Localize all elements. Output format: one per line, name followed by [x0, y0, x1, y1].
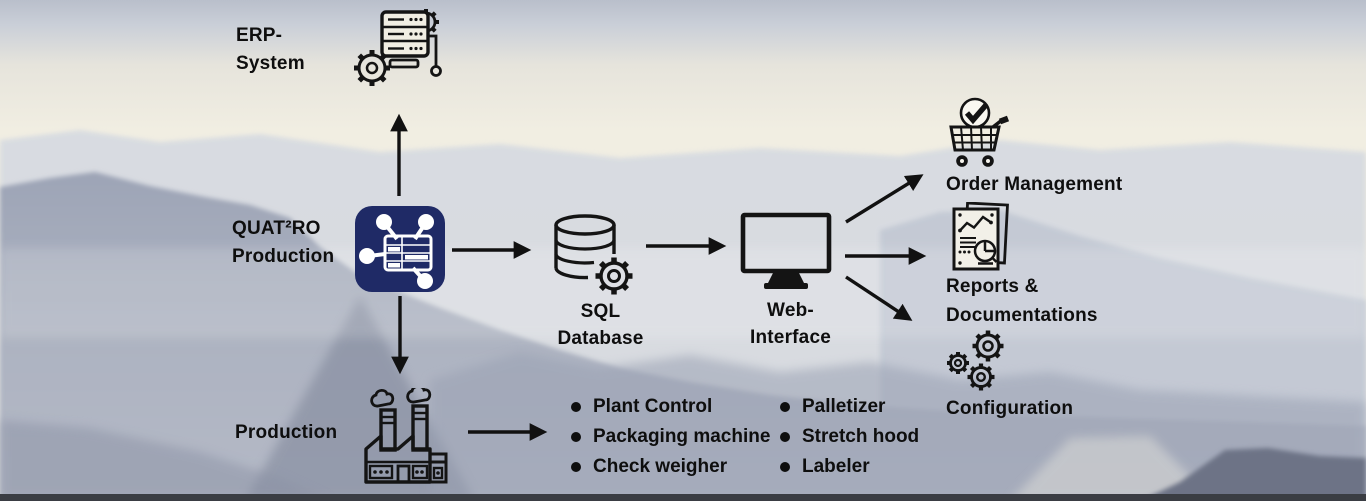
quatro-app-icon [355, 206, 445, 292]
quatro-production-label: QUAT²RO Production [232, 218, 335, 267]
list-item: Check weigher [571, 456, 770, 477]
bullet-icon [780, 461, 790, 472]
server-gears-icon [348, 6, 442, 102]
bullet-icon [571, 461, 581, 472]
bottom-right-dark-ridge [1140, 448, 1366, 501]
list-item: Palletizer [780, 396, 919, 417]
list-item: Stretch hood [780, 426, 919, 447]
list-item: Labeler [780, 456, 919, 477]
production-label: Production [235, 422, 338, 443]
arrow-web-to-config [845, 275, 913, 321]
factory-icon [358, 388, 452, 486]
three-gears-icon [946, 329, 1010, 395]
monitor-icon [740, 212, 832, 292]
configuration-label: Configuration [946, 398, 1074, 419]
machine-list-column2: Palletizer Stretch hood Labeler [780, 396, 919, 477]
sql-database-label: SQL Database [557, 301, 644, 349]
web-interface-label: Web- Interface [749, 300, 831, 348]
list-item: Plant Control [571, 396, 770, 417]
bright-valley [1010, 436, 1215, 501]
list-item: Packaging machine [571, 426, 770, 447]
bullet-icon [780, 431, 790, 442]
report-document-icon [950, 202, 1012, 272]
bullet-icon [571, 431, 581, 442]
mist-band [0, 248, 1366, 338]
arrow-web-to-order [845, 174, 924, 224]
bullet-icon [571, 401, 581, 412]
cart-check-icon [944, 97, 1012, 175]
left-bottom-shade [0, 420, 330, 501]
reports-documentations-label: Reports & Documentations [946, 276, 1098, 326]
erp-system-label: ERP- System [236, 25, 305, 74]
database-gear-icon [552, 212, 642, 302]
machine-list-column1: Plant Control Packaging machine Check we… [571, 396, 770, 477]
bullet-icon [780, 401, 790, 412]
order-management-label: Order Management [946, 174, 1123, 195]
bottom-dark-strip [0, 494, 1366, 501]
